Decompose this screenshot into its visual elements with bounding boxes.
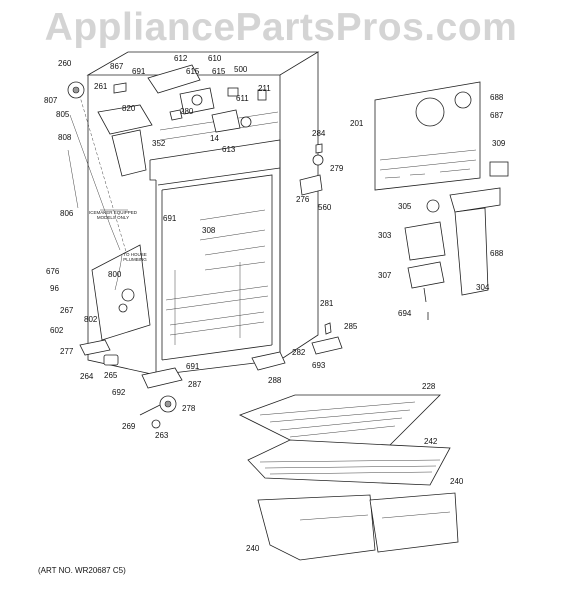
callout-263: 263: [155, 431, 169, 440]
callout-694: 694: [398, 309, 412, 318]
callout-802: 802: [84, 315, 98, 324]
callout-211: 211: [258, 84, 271, 93]
callout-602: 602: [50, 326, 64, 335]
callout-267: 267: [60, 306, 74, 315]
callout-264: 264: [80, 372, 94, 381]
callout-307: 307: [378, 271, 392, 280]
art-number: (ART NO. WR20687 C5): [38, 566, 126, 575]
duct-parts: [404, 187, 501, 320]
callout-240a: 240: [450, 477, 464, 486]
callout-560: 560: [318, 203, 332, 212]
callout-282: 282: [292, 348, 306, 357]
callout-612: 612: [174, 54, 188, 63]
callout-304: 304: [476, 283, 490, 292]
callout-278: 278: [182, 404, 196, 413]
shelf-242: [247, 439, 451, 486]
callout-687: 687: [490, 111, 504, 120]
callout-808: 808: [58, 133, 72, 142]
lower-hardware: [79, 143, 343, 429]
watermark: AppliancePartsPros.com: [44, 6, 518, 49]
callout-867: 867: [110, 62, 124, 71]
callout-309: 309: [492, 139, 506, 148]
callout-242: 242: [424, 437, 438, 446]
callout-691c: 691: [186, 362, 200, 371]
callout-228: 228: [422, 382, 436, 391]
callout-610: 610: [208, 54, 222, 63]
rear-cover-panel: [374, 81, 509, 191]
callout-260: 260: [58, 59, 72, 68]
callout-305: 305: [398, 202, 412, 211]
icemaker-note: ICEMAKER EQUIPPED MODELS ONLY: [88, 210, 137, 221]
callout-820: 820: [122, 104, 136, 113]
callout-281: 281: [320, 299, 334, 308]
control-housing: [147, 64, 267, 133]
icemaker-assembly: [67, 81, 153, 177]
callout-279: 279: [330, 164, 344, 173]
callout-240b: 240: [246, 544, 260, 553]
callout-261: 261: [94, 82, 108, 91]
callout-265: 265: [104, 371, 118, 380]
callout-615a: 615: [186, 67, 200, 76]
callout-806: 806: [60, 209, 74, 218]
callout-96: 96: [50, 284, 59, 293]
callout-805: 805: [56, 110, 70, 119]
callout-201: 201: [350, 119, 364, 128]
callout-688a: 688: [490, 93, 504, 102]
crisper-drawers: [257, 492, 459, 561]
callout-500: 500: [234, 65, 248, 74]
callout-269: 269: [122, 422, 136, 431]
callout-676: 676: [46, 267, 60, 276]
callout-303: 303: [378, 231, 392, 240]
callout-613: 613: [222, 145, 236, 154]
callout-800: 800: [108, 270, 122, 279]
shelf-228: [238, 394, 441, 446]
callout-691b: 691: [163, 214, 177, 223]
callout-807: 807: [44, 96, 58, 105]
callout-692: 692: [112, 388, 126, 397]
callout-693: 693: [312, 361, 326, 370]
callout-611: 611: [236, 94, 249, 103]
water-valve-area: [91, 244, 151, 341]
callout-14: 14: [210, 134, 219, 143]
callout-280: 280: [180, 107, 194, 116]
callout-352: 352: [152, 139, 166, 148]
callout-308: 308: [202, 226, 216, 235]
callout-285: 285: [344, 322, 358, 331]
cabinet: [86, 51, 320, 376]
callout-276: 276: [296, 195, 310, 204]
callout-277: 277: [60, 347, 74, 356]
callout-688b: 688: [490, 249, 504, 258]
plumbing-note: TO HOUSE PLUMBING: [123, 252, 147, 263]
callout-287: 287: [188, 380, 202, 389]
callout-284: 284: [312, 129, 326, 138]
callout-288: 288: [268, 376, 282, 385]
callout-691a: 691: [132, 67, 146, 76]
callout-615b: 615: [212, 67, 226, 76]
